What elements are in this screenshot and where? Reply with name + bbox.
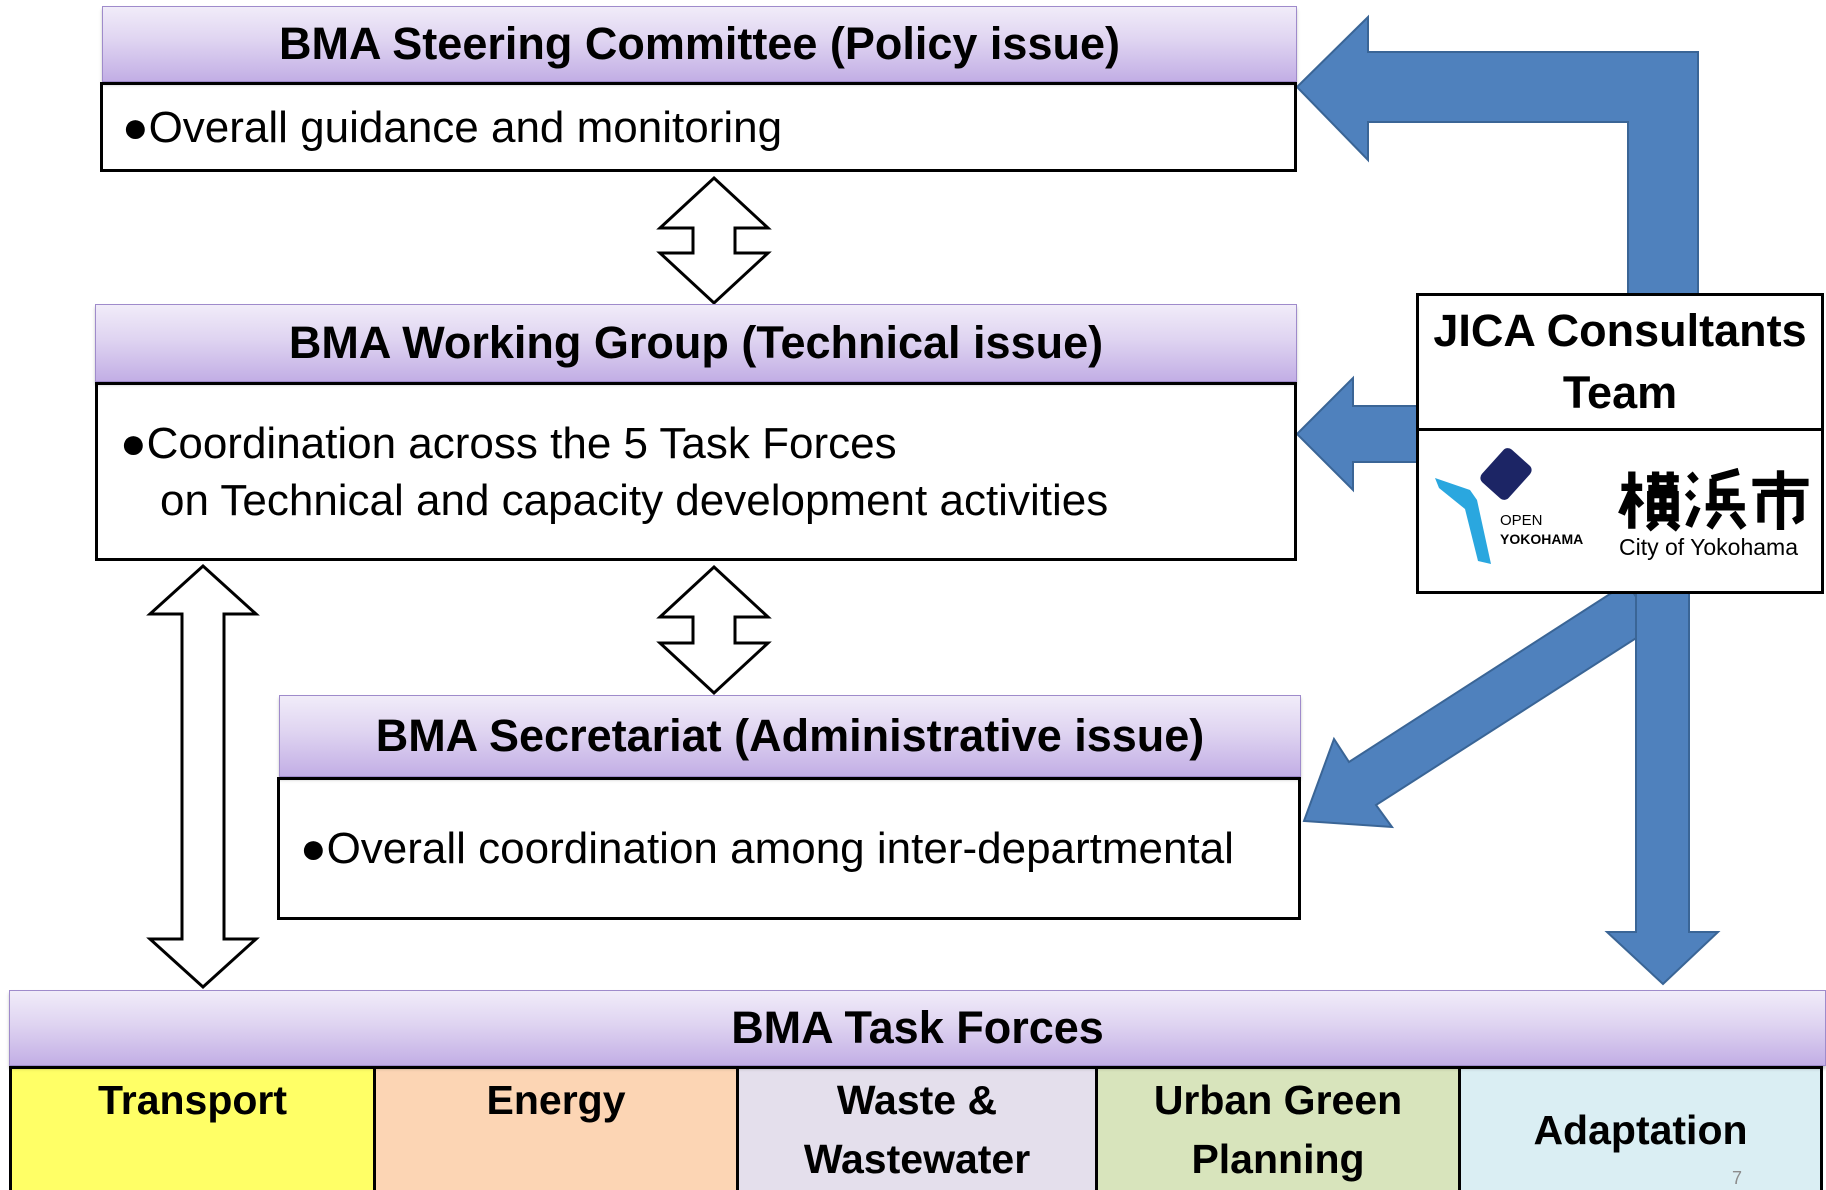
open-yokohama-open-text: OPEN bbox=[1500, 512, 1543, 529]
task-force-label-line-2: Wastewater bbox=[803, 1136, 1031, 1182]
kanji-yoko bbox=[1618, 471, 1681, 532]
task-force-label: Adaptation bbox=[1533, 1107, 1748, 1153]
jica-arrow-to-steering-committee bbox=[1295, 14, 1699, 296]
jica-title-line-2: Team bbox=[1562, 367, 1678, 418]
jica-arrow-to-secretariat bbox=[1302, 581, 1657, 829]
jica-title-line-1: JICA Consultants bbox=[1433, 305, 1807, 356]
kanji-shi bbox=[1752, 470, 1809, 531]
task-force-label-line-2: Planning bbox=[1191, 1136, 1365, 1182]
working-group-line-2: on Technical and capacity development ac… bbox=[160, 475, 1109, 525]
city-of-yokohama-logo: City of Yokohama bbox=[1618, 467, 1809, 560]
partner-logos: OPEN YOKOHAMA bbox=[1435, 448, 1809, 564]
secretariat-title: BMA Secretariat (Administrative issue) bbox=[375, 710, 1205, 761]
open-yokohama-logo: OPEN YOKOHAMA bbox=[1435, 448, 1583, 564]
yokohama-kanji-wordmark bbox=[1618, 467, 1809, 532]
kanji-hama bbox=[1684, 467, 1747, 530]
secretariat-item: ●Overall coordination among inter-depart… bbox=[300, 824, 1234, 873]
steering-committee-header: BMA Steering Committee (Policy issue) bbox=[102, 6, 1297, 82]
double-arrow-steering-working bbox=[656, 175, 772, 306]
secretariat-header: BMA Secretariat (Administrative issue) bbox=[279, 695, 1301, 777]
secretariat-body: ●Overall coordination among inter-depart… bbox=[277, 777, 1301, 920]
task-force-adaptation: Adaptation bbox=[1458, 1066, 1823, 1190]
double-arrow-working-secretariat bbox=[656, 564, 772, 696]
open-yokohama-navy-mark bbox=[1480, 448, 1532, 500]
jica-arrow-to-task-forces bbox=[1604, 589, 1721, 986]
jica-consultants-team-box: JICA Consultants Team bbox=[1416, 293, 1824, 431]
jica-arrow-to-working-group bbox=[1295, 375, 1421, 493]
slide-number: 7 bbox=[1732, 1168, 1743, 1188]
task-force-transport: Transport bbox=[9, 1066, 373, 1190]
open-yokohama-cyan-mark bbox=[1435, 478, 1491, 564]
task-forces-header: BMA Task Forces bbox=[9, 990, 1826, 1066]
steering-committee-body: ●Overall guidance and monitoring bbox=[100, 82, 1297, 172]
task-force-label-line-1: Waste & bbox=[836, 1077, 998, 1123]
working-group-line-1: ●Coordination across the 5 Task Forces bbox=[120, 418, 897, 468]
working-group-title: BMA Working Group (Technical issue) bbox=[288, 317, 1104, 368]
steering-committee-title: BMA Steering Committee (Policy issue) bbox=[278, 18, 1120, 69]
task-force-waste-wastewater: Waste & Wastewater bbox=[736, 1066, 1095, 1190]
jica-logos-panel: OPEN YOKOHAMA bbox=[1416, 431, 1824, 594]
open-yokohama-name-text: YOKOHAMA bbox=[1500, 531, 1583, 547]
task-force-label: Energy bbox=[486, 1077, 626, 1123]
task-forces-title: BMA Task Forces bbox=[731, 1002, 1104, 1053]
task-force-label-line-1: Urban Green bbox=[1153, 1077, 1403, 1123]
task-force-energy: Energy bbox=[373, 1066, 736, 1190]
steering-committee-item: ●Overall guidance and monitoring bbox=[122, 102, 783, 152]
double-arrow-working-taskforces bbox=[146, 563, 260, 990]
task-force-urban-green-planning: Urban Green Planning bbox=[1095, 1066, 1458, 1190]
task-force-label: Transport bbox=[97, 1077, 288, 1123]
working-group-body: ●Coordination across the 5 Task Forces o… bbox=[95, 382, 1297, 561]
working-group-header: BMA Working Group (Technical issue) bbox=[95, 304, 1297, 382]
city-of-yokohama-text: City of Yokohama bbox=[1619, 534, 1798, 560]
